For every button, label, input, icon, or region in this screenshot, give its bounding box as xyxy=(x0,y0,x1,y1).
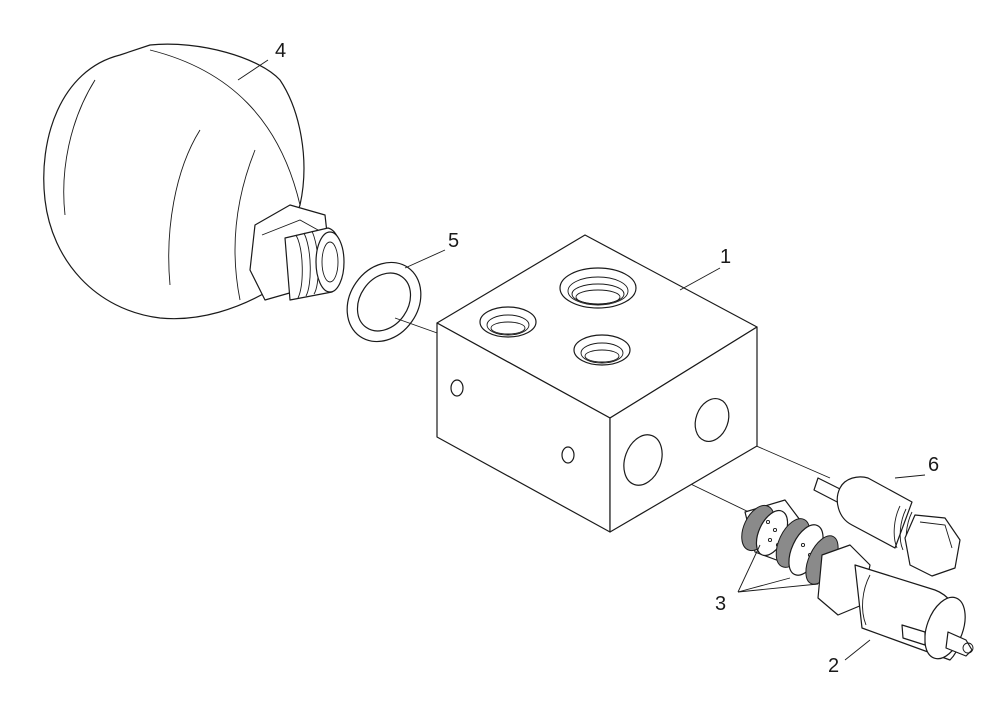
part-1-manifold-block xyxy=(436,234,758,533)
part-3-cartridge xyxy=(737,499,839,593)
callouts: 4 5 1 6 3 2 xyxy=(275,40,939,677)
callout-4: 4 xyxy=(275,40,286,62)
front-port-large xyxy=(623,434,663,486)
callout-2: 2 xyxy=(828,655,839,677)
part-2-valve-body xyxy=(817,544,974,661)
top-port-large xyxy=(559,267,637,309)
part-4-accumulator xyxy=(43,43,345,320)
callout-1: 1 xyxy=(720,246,731,268)
top-port-front xyxy=(573,334,631,366)
part-5-seal-ring xyxy=(346,249,446,343)
callout-6: 6 xyxy=(928,454,939,476)
side-hole-small-1 xyxy=(450,379,464,397)
top-port-left xyxy=(479,306,537,338)
side-hole-small-2 xyxy=(561,446,575,464)
front-port-small xyxy=(694,398,730,442)
part-6-plug xyxy=(813,474,961,577)
callout-3: 3 xyxy=(715,593,726,615)
callout-5: 5 xyxy=(448,230,459,252)
